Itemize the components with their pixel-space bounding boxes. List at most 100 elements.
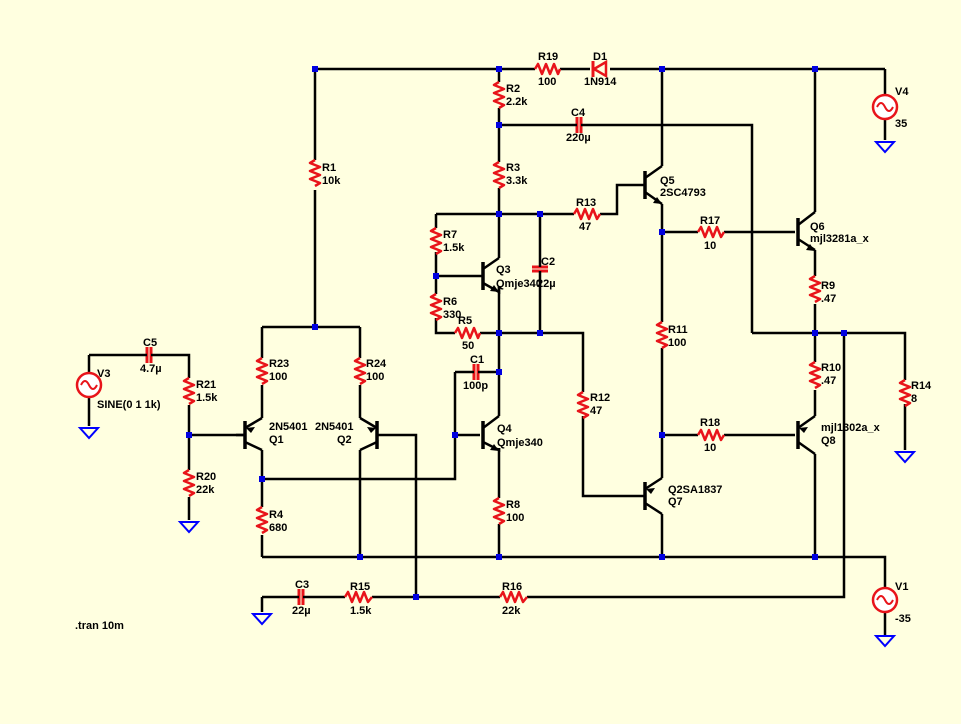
transistor-Q3[interactable]: Q3 Qmje340 xyxy=(480,256,542,295)
resistor-R6-name: R6 xyxy=(443,296,457,308)
voltage-source-V4-name: V4 xyxy=(895,86,909,98)
transistor-Q4-model: Qmje340 xyxy=(497,437,543,449)
resistor-R24[interactable]: R24 100 xyxy=(353,356,387,386)
resistor-R15-value: 1.5k xyxy=(350,605,372,617)
resistor-R13-value: 47 xyxy=(579,221,591,233)
diode-D1[interactable]: D1 1N914 xyxy=(584,51,617,88)
resistor-R10-value: .47 xyxy=(821,375,836,387)
transistor-Q6-name: Q6 xyxy=(810,221,825,233)
resistor-R14-name: R14 xyxy=(911,380,932,392)
resistor-R14[interactable]: R14 8 xyxy=(898,378,932,408)
resistor-R10-name: R10 xyxy=(821,362,841,374)
transistor-Q8-model: mjl1302a_x xyxy=(821,422,881,434)
transistor-Q7-model: Q2SA1837 xyxy=(668,484,722,496)
resistor-R19-value: 100 xyxy=(538,76,556,88)
capacitor-C3-value: 22µ xyxy=(292,605,311,617)
capacitor-C5[interactable]: C5 4.7µ xyxy=(140,337,162,375)
voltage-source-V4[interactable]: V4 35 xyxy=(871,86,909,130)
transistor-Q2-name: Q2 xyxy=(337,434,352,446)
transistor-Q5[interactable]: Q5 2SC4793 xyxy=(643,164,706,206)
resistor-R1[interactable]: R1 10k xyxy=(308,158,341,188)
resistor-R12-value: 47 xyxy=(590,405,602,417)
resistor-R17-name: R17 xyxy=(700,215,720,227)
junction-dots xyxy=(186,66,847,600)
resistor-R9[interactable]: R9 .47 xyxy=(808,274,836,305)
spice-directive[interactable]: .tran 10m xyxy=(75,620,124,632)
resistor-R4[interactable]: R4 680 xyxy=(255,505,287,535)
resistor-R7[interactable]: R7 1.5k xyxy=(429,226,465,256)
capacitor-C1[interactable]: C1 100p xyxy=(463,354,488,392)
resistor-R6[interactable]: R6 330 xyxy=(429,292,461,322)
capacitor-C4[interactable]: C4 220µ xyxy=(566,107,591,144)
resistor-R12[interactable]: R12 47 xyxy=(576,390,610,420)
resistor-R2[interactable]: R2 2.2k xyxy=(492,80,528,110)
resistor-R9-value: .47 xyxy=(821,293,836,305)
resistor-R18[interactable]: R18 10 xyxy=(696,417,726,454)
resistor-R8-name: R8 xyxy=(506,499,520,511)
capacitor-C3[interactable]: C3 22µ xyxy=(292,579,311,617)
resistor-R23-name: R23 xyxy=(269,358,289,370)
resistor-R11-value: 100 xyxy=(668,337,686,349)
capacitor-C2[interactable]: C2 22µ xyxy=(532,256,556,290)
resistor-R7-name: R7 xyxy=(443,229,457,241)
resistor-R13[interactable]: R13 47 xyxy=(572,197,602,233)
resistor-R13-name: R13 xyxy=(576,197,596,209)
ground-icon xyxy=(873,141,897,154)
resistor-R1-name: R1 xyxy=(322,162,336,174)
resistor-R16[interactable]: R16 22k xyxy=(498,581,528,617)
ground-icon xyxy=(893,451,917,464)
transistor-Q5-name: Q5 xyxy=(660,175,675,187)
resistor-R19[interactable]: R19 100 xyxy=(533,51,562,88)
resistor-R8-value: 100 xyxy=(506,512,524,524)
resistor-R23-value: 100 xyxy=(269,371,287,383)
resistor-R2-name: R2 xyxy=(506,83,520,95)
resistor-R8[interactable]: R8 100 xyxy=(492,496,524,526)
voltage-source-V3[interactable]: V3 SINE(0 1 1k) xyxy=(75,368,161,411)
resistor-R23[interactable]: R23 100 xyxy=(255,356,289,386)
diode-D1-value: 1N914 xyxy=(584,76,617,88)
resistor-R10[interactable]: R10 .47 xyxy=(808,360,841,390)
capacitor-C5-name: C5 xyxy=(143,337,157,349)
resistor-R2-value: 2.2k xyxy=(506,96,528,108)
resistor-R3-name: R3 xyxy=(506,162,520,174)
resistor-R3[interactable]: R3 3.3k xyxy=(492,160,528,190)
transistor-Q4[interactable]: Q4 Qmje340 xyxy=(481,415,543,453)
transistor-Q7[interactable]: Q2SA1837 Q7 xyxy=(643,476,722,516)
transistor-Q3-model: Qmje340 xyxy=(496,278,542,290)
ground-icon xyxy=(177,521,201,534)
diode-D1-name: D1 xyxy=(593,51,607,63)
resistor-R16-value: 22k xyxy=(502,605,521,617)
ground-symbols xyxy=(77,141,917,648)
resistor-R15[interactable]: R15 1.5k xyxy=(343,581,373,617)
resistor-R20-value: 22k xyxy=(196,484,215,496)
transistor-Q7-name: Q7 xyxy=(668,496,683,508)
resistor-R24-value: 100 xyxy=(366,371,384,383)
transistor-Q1[interactable]: 2N5401 Q1 xyxy=(236,416,308,452)
resistor-R21[interactable]: R21 1.5k xyxy=(182,376,218,406)
resistor-R6-value: 330 xyxy=(443,309,461,321)
ground-icon xyxy=(77,427,101,440)
resistor-R19-name: R19 xyxy=(538,51,558,63)
ground-icon xyxy=(250,613,274,626)
resistor-R14-value: 8 xyxy=(911,393,917,405)
transistor-Q1-name: Q1 xyxy=(269,434,284,446)
resistor-R21-value: 1.5k xyxy=(196,392,218,404)
transistor-Q8[interactable]: mjl1302a_x Q8 xyxy=(796,414,881,456)
transistor-Q2[interactable]: 2N5401 Q2 xyxy=(315,416,390,452)
transistor-Q2-model: 2N5401 xyxy=(315,421,354,433)
resistor-R17[interactable]: R17 10 xyxy=(696,215,726,252)
resistor-R20-name: R20 xyxy=(196,471,216,483)
resistor-R3-value: 3.3k xyxy=(506,175,528,187)
voltage-source-V1[interactable]: V1 -35 xyxy=(871,581,911,625)
resistor-R5[interactable]: R5 50 xyxy=(453,315,482,352)
resistor-R11[interactable]: R11 100 xyxy=(655,320,688,350)
resistor-R4-value: 680 xyxy=(269,522,287,534)
resistor-R9-name: R9 xyxy=(821,280,835,292)
capacitor-C5-value: 4.7µ xyxy=(140,363,162,375)
resistor-R20[interactable]: R20 22k xyxy=(182,468,216,498)
resistor-R15-name: R15 xyxy=(350,581,370,593)
resistor-R24-name: R24 xyxy=(366,358,387,370)
transistor-Q6[interactable]: Q6 mjl3281a_x xyxy=(796,211,870,252)
